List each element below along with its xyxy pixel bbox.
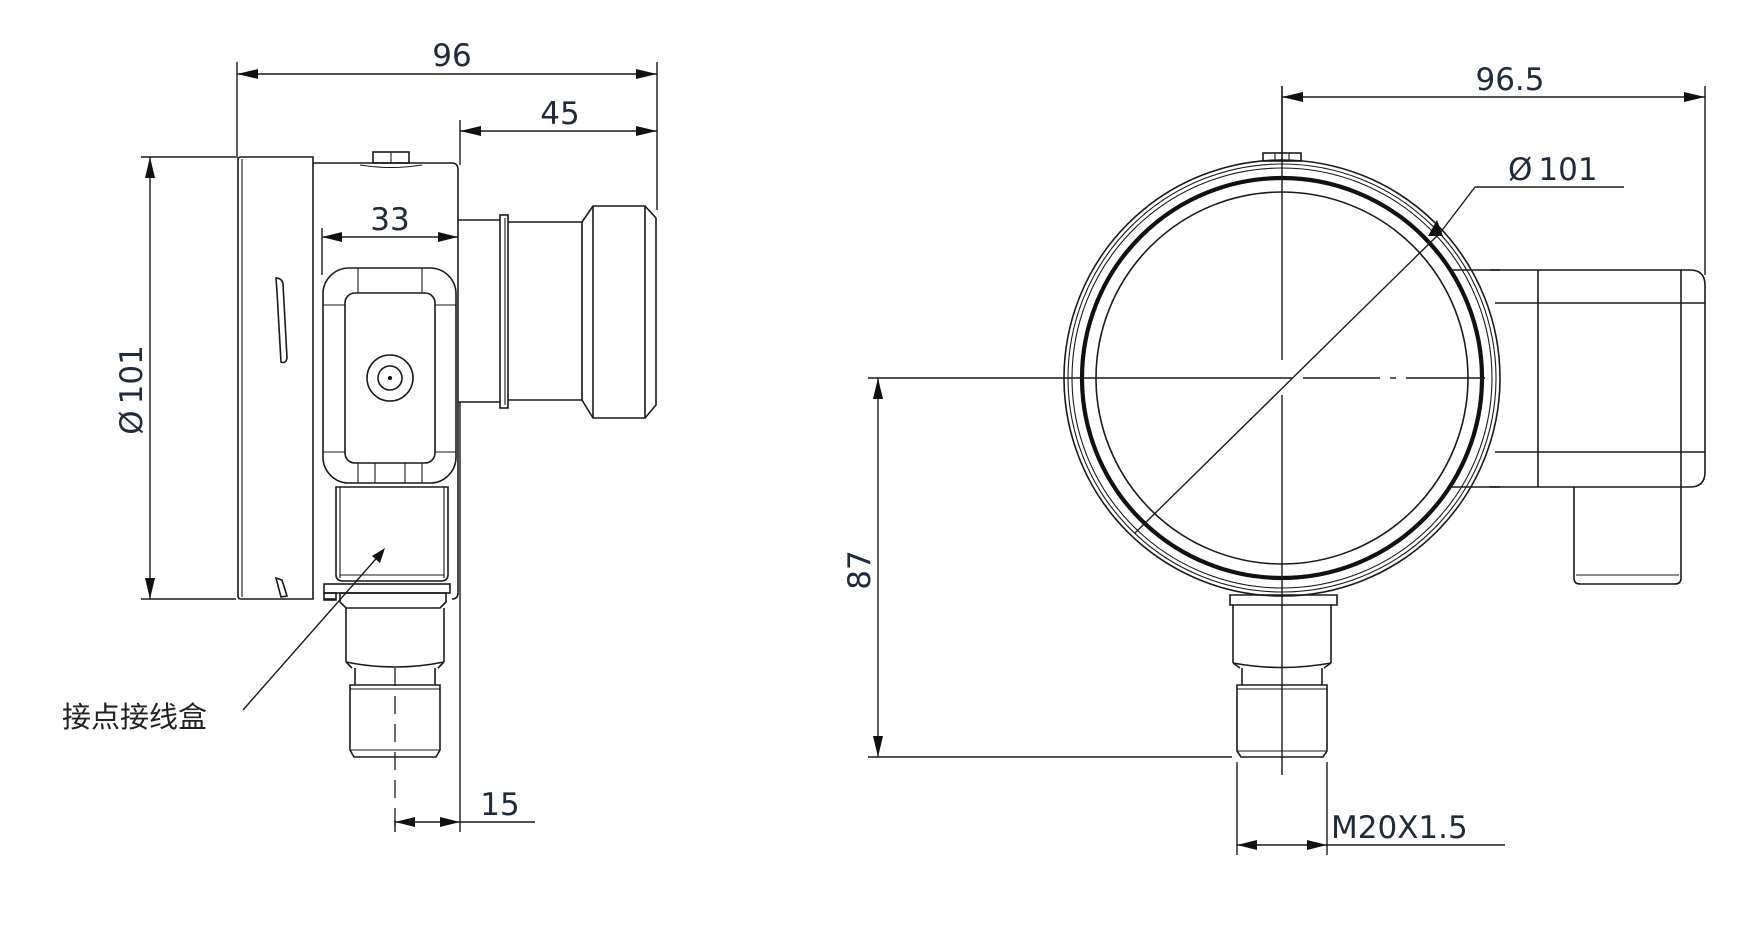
thread-spec-label: M20X1.5 (1331, 810, 1468, 846)
junction-box (322, 267, 457, 484)
dim-45-label: 45 (540, 96, 579, 132)
socket-block-side (335, 486, 449, 582)
svg-text:Ø101: Ø101 (1508, 152, 1598, 188)
dimension-33: 33 (321, 202, 458, 275)
dim-33-label: 33 (370, 202, 409, 238)
side-view: 96 45 Ø 101 (62, 38, 658, 832)
dim-87-label: 87 (842, 550, 878, 589)
junction-box-callout: 接点接线盒 (62, 548, 385, 734)
diameter-symbol: Ø (114, 410, 150, 434)
dimension-thread: M20X1.5 (1236, 762, 1505, 855)
dimension-45: 45 (459, 96, 657, 165)
dim-96-label: 96 (432, 38, 471, 74)
dimension-96: 96 (236, 38, 658, 210)
pressure-stem-side (323, 583, 451, 830)
cable-connector-side (458, 205, 657, 419)
dim-15-label: 15 (480, 787, 519, 823)
junction-box-label: 接点接线盒 (62, 700, 207, 734)
dimension-96-5: 96.5 (1281, 62, 1706, 275)
diameter-symbol-front: Ø (1508, 152, 1532, 188)
pressure-stem-front (1229, 594, 1338, 758)
dim-96-5-label: 96.5 (1475, 62, 1544, 98)
center-lines (868, 86, 1485, 775)
terminal-screw-icon (366, 354, 414, 402)
svg-text:Ø101: Ø 101 (114, 345, 150, 435)
dim-101-side-label: 101 (114, 345, 150, 404)
gauge-case-side (313, 151, 459, 600)
gauge-bezel-side (237, 156, 314, 600)
cable-connector-front (1420, 269, 1706, 585)
front-view: 96.5 (842, 62, 1706, 855)
dimension-diameter-101-side: Ø 101 (114, 156, 236, 600)
dimension-15: 15 (394, 402, 535, 832)
dim-101-front-label: 101 (1538, 152, 1597, 188)
dimension-87: 87 (842, 378, 1232, 758)
